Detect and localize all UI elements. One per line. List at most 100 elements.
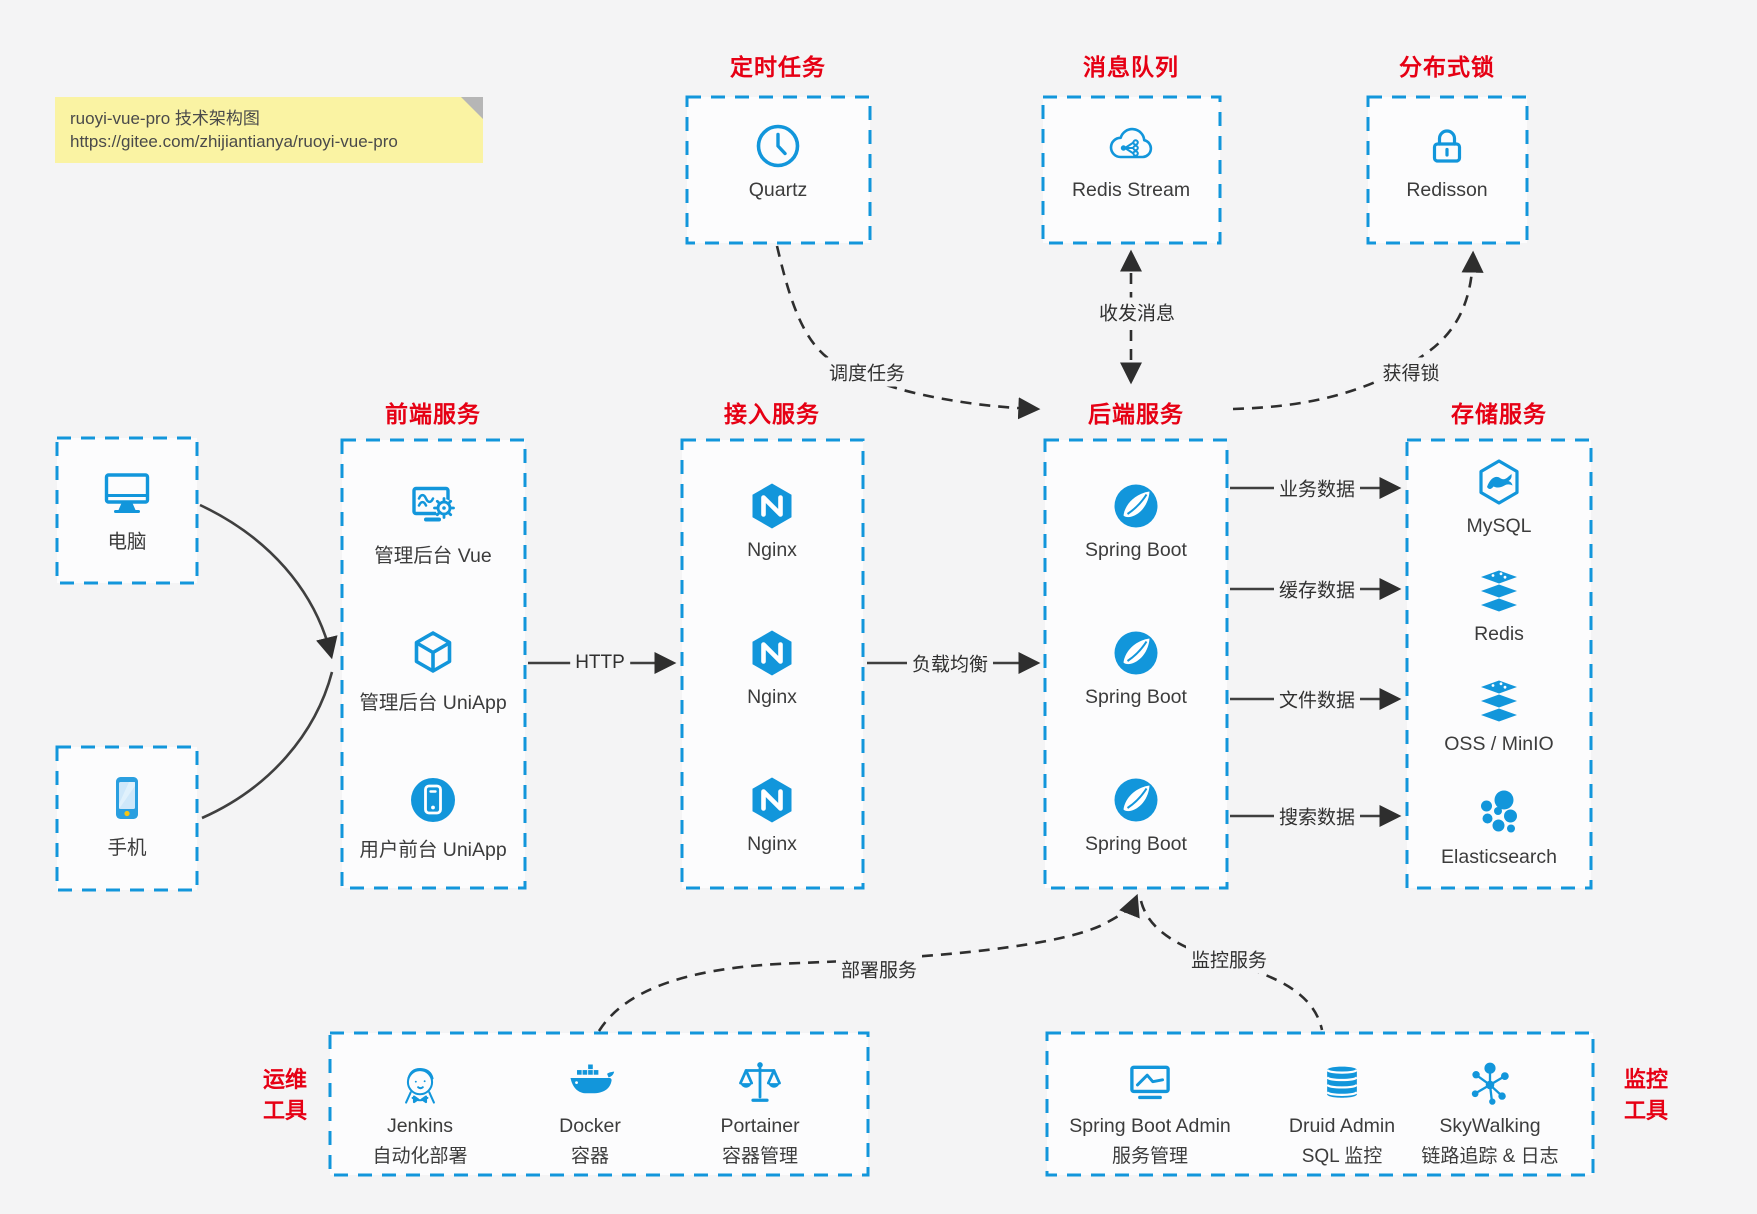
node-redis-stream: Redis Stream (1041, 118, 1221, 202)
node-sublabel: SQL 监控 (1301, 1146, 1383, 1167)
node-computer: 电脑 (37, 464, 217, 554)
node-docker: Docker 容器 (500, 1058, 680, 1168)
node-spring-boot-1: Spring Boot (1046, 478, 1226, 562)
mysql-icon (1471, 454, 1527, 510)
sticky-note: ruoyi-vue-pro 技术架构图 https://gitee.com/zh… (55, 97, 483, 163)
node-sublabel: 服务管理 (1111, 1146, 1188, 1167)
edge-label-business-data: 业务数据 (1273, 473, 1361, 503)
node-sublabel: 自动化部署 (372, 1146, 468, 1167)
node-elasticsearch: Elasticsearch (1409, 785, 1589, 869)
node-label: Nginx (747, 833, 797, 855)
edge-label-search-data: 搜索数据 (1273, 801, 1361, 831)
spring-leaf-icon (1108, 772, 1164, 828)
ops-group-box (328, 1031, 870, 1177)
jenkins-butler-icon (394, 1058, 446, 1110)
edge-schedule-task (775, 245, 1041, 420)
node-label: 管理后台 Vue (374, 545, 492, 567)
node-label: Spring Boot (1085, 539, 1187, 561)
node-label: Nginx (747, 686, 797, 708)
node-label: Jenkins (386, 1115, 454, 1137)
lock-group-box (1366, 95, 1529, 245)
node-label: 用户前台 UniApp (359, 839, 507, 861)
monitor-chart-icon (1124, 1058, 1176, 1110)
node-user-uniapp: 用户前台 UniApp (343, 772, 523, 862)
edge-computer-frontend (199, 503, 338, 660)
title-mq: 消息队列 (1083, 54, 1179, 80)
title-storage: 存储服务 (1451, 401, 1547, 427)
title-monitoring-tools: 监控 工具 (1623, 1067, 1669, 1123)
node-label: 管理后台 UniApp (359, 692, 507, 714)
node-sublabel: 容器 (570, 1146, 609, 1167)
node-label: Redis (1474, 623, 1524, 645)
title-ops-tools: 运维 工具 (262, 1067, 308, 1123)
monitoring-group-box (1045, 1031, 1595, 1177)
node-admin-uniapp: 管理后台 UniApp (343, 625, 523, 715)
node-label: Redis Stream (1071, 179, 1191, 201)
edge-phone-frontend (201, 671, 334, 820)
node-druid-admin: Druid Admin SQL 监控 (1252, 1058, 1432, 1168)
oss-layers-icon (1471, 672, 1527, 728)
title-scheduler: 定时任务 (730, 54, 826, 80)
title-backend: 后端服务 (1088, 401, 1184, 427)
node-sublabel: 链路追踪 & 日志 (1421, 1146, 1559, 1167)
edge-label-deploy: 部署服务 (835, 954, 923, 984)
sticky-note-url: https://gitee.com/zhijiantianya/ruoyi-vu… (70, 132, 398, 151)
node-label: Redisson (1406, 179, 1488, 201)
node-quartz: Quartz (688, 118, 868, 202)
title-lock: 分布式锁 (1399, 54, 1495, 80)
node-label: MySQL (1466, 515, 1532, 537)
node-spring-boot-3: Spring Boot (1046, 772, 1226, 856)
cloud-stream-icon (1103, 118, 1159, 174)
node-label: Spring Boot Admin (1069, 1115, 1231, 1137)
edge-label-file-data: 文件数据 (1273, 684, 1361, 714)
network-nodes-icon (1464, 1058, 1516, 1110)
node-sublabel: 容器管理 (721, 1146, 798, 1167)
node-nginx-3: Nginx (682, 772, 862, 856)
node-admin-vue: 管理后台 Vue (343, 478, 523, 568)
cube-icon (405, 625, 461, 681)
edge-label-schedule: 调度任务 (823, 357, 911, 387)
edge-label-monitor: 监控服务 (1185, 944, 1273, 974)
node-label: Druid Admin (1288, 1115, 1396, 1137)
spring-leaf-icon (1108, 478, 1164, 534)
node-spring-boot-admin: Spring Boot Admin 服务管理 (1060, 1058, 1240, 1168)
node-phone: 手机 (37, 770, 217, 860)
node-label: Portainer (720, 1115, 800, 1137)
node-label: Spring Boot (1085, 686, 1187, 708)
node-label: Nginx (747, 539, 797, 561)
admin-dashboard-gear-icon (405, 478, 461, 534)
node-mysql: MySQL (1409, 454, 1589, 538)
title-access: 接入服务 (724, 401, 820, 427)
node-label: SkyWalking (1439, 1115, 1541, 1137)
node-redis: Redis (1409, 562, 1589, 646)
title-frontend: 前端服务 (385, 401, 481, 427)
node-redisson: Redisson (1357, 118, 1537, 202)
nginx-icon (744, 625, 800, 681)
node-oss-minio: OSS / MinIO (1409, 672, 1589, 756)
nginx-icon (744, 478, 800, 534)
nginx-icon (744, 772, 800, 828)
edge-label-load-balance: 负载均衡 (906, 648, 994, 678)
edge-label-http: HTTP (570, 651, 630, 675)
node-nginx-2: Nginx (682, 625, 862, 709)
edge-label-cache-data: 缓存数据 (1273, 574, 1361, 604)
clock-icon (750, 118, 806, 174)
desktop-icon (99, 464, 155, 520)
spring-leaf-icon (1108, 625, 1164, 681)
node-skywalking: SkyWalking 链路追踪 & 日志 (1400, 1058, 1580, 1168)
phone-icon (99, 770, 155, 826)
node-nginx-1: Nginx (682, 478, 862, 562)
node-label: 电脑 (107, 531, 147, 553)
edge-label-message: 收发消息 (1093, 297, 1181, 327)
node-portainer: Portainer 容器管理 (670, 1058, 850, 1168)
edge-label-acquire-lock: 获得锁 (1377, 357, 1445, 387)
node-spring-boot-2: Spring Boot (1046, 625, 1226, 709)
lock-icon (1419, 118, 1475, 174)
node-label: Elasticsearch (1441, 846, 1557, 868)
mq-group-box (1041, 95, 1222, 245)
database-icon (1316, 1058, 1368, 1110)
node-label: OSS / MinIO (1444, 733, 1554, 755)
node-label: Spring Boot (1085, 833, 1187, 855)
phone-circle-icon (405, 772, 461, 828)
